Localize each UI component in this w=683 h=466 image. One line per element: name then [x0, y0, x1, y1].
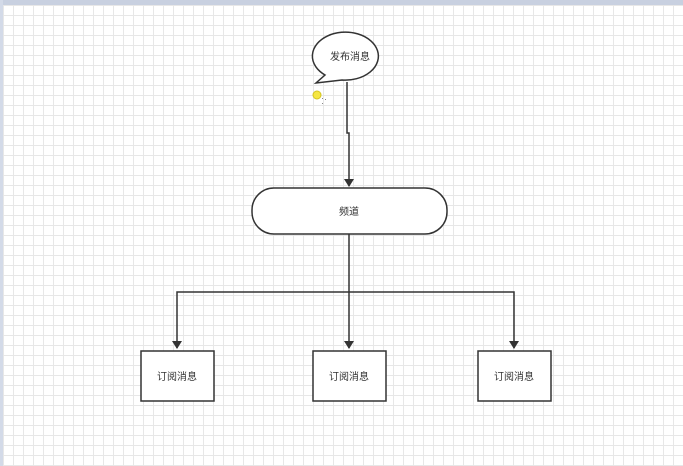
subscriber-shape	[140, 350, 215, 402]
publish-message-label: 发布消息	[330, 50, 370, 63]
subscriber-label: 订阅消息	[157, 370, 197, 383]
subscriber-shape	[477, 350, 552, 402]
subscriber-label: 订阅消息	[329, 370, 369, 383]
connector-channel-to-subscriber-3[interactable]	[349, 291, 519, 349]
subscriber-shape	[312, 350, 387, 402]
speech-bubble-shape	[311, 31, 380, 85]
subscriber-node-1[interactable]: 订阅消息	[140, 350, 215, 402]
selection-dots	[322, 98, 326, 104]
channel-label: 频道	[339, 205, 359, 218]
publish-message-node[interactable]: 发布消息	[311, 31, 380, 85]
channel-node[interactable]: 频道	[251, 187, 448, 235]
selection-handle[interactable]	[312, 90, 322, 100]
window-left-border	[0, 0, 3, 466]
connector-channel-to-subscriber-1[interactable]	[172, 291, 349, 349]
connector-publish-to-channel[interactable]	[344, 82, 354, 187]
subscriber-node-3[interactable]: 订阅消息	[477, 350, 552, 402]
subscriber-label: 订阅消息	[494, 370, 534, 383]
window-top-border	[0, 0, 683, 5]
subscriber-node-2[interactable]: 订阅消息	[312, 350, 387, 402]
